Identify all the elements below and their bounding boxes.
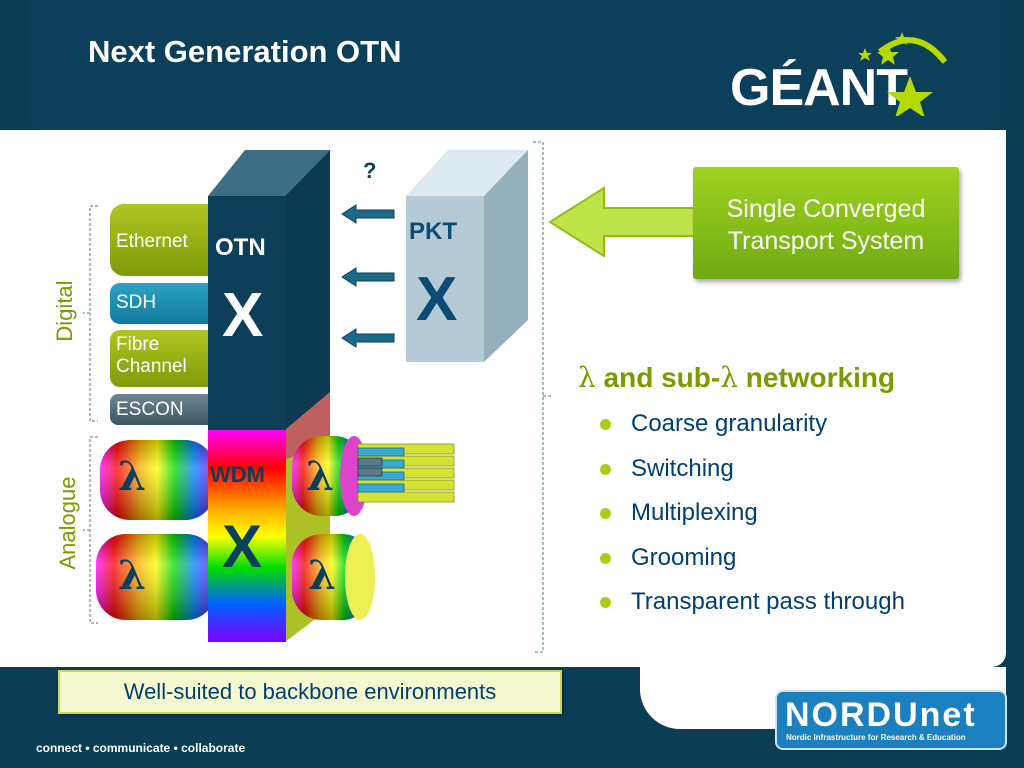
service-escon: ESCON bbox=[116, 399, 184, 420]
escon-box bbox=[110, 394, 222, 425]
question-mark: ? bbox=[363, 158, 377, 183]
networking-heading: λ and sub-λ networking bbox=[578, 361, 895, 394]
arrow-icon-1 bbox=[341, 204, 395, 224]
bullet-dot-icon bbox=[600, 597, 611, 608]
pkt-x: X bbox=[416, 265, 458, 334]
footer-tagline: connect • communicate • collaborate bbox=[36, 741, 246, 755]
digital-label: Digital bbox=[52, 280, 77, 342]
nordunet-brand: NORDUnet bbox=[785, 696, 977, 734]
list-item: Grooming bbox=[600, 538, 905, 583]
bullet-dot-icon bbox=[600, 508, 611, 519]
pkt-box-side bbox=[484, 150, 528, 362]
bottom-note: Well-suited to backbone environments bbox=[58, 670, 562, 714]
lambda-right-top: λ bbox=[306, 453, 335, 500]
fibre-bundle bbox=[357, 443, 455, 503]
heading-lambda-2: λ bbox=[720, 361, 738, 394]
lambda-left-bottom: λ bbox=[118, 552, 147, 599]
wdm-column-front bbox=[208, 430, 286, 642]
list-item: Switching bbox=[600, 449, 905, 494]
fibre-channel-box bbox=[110, 330, 222, 387]
list-item: Multiplexing bbox=[600, 493, 905, 538]
wdm-x: X bbox=[222, 513, 263, 580]
otn-column-side bbox=[285, 150, 330, 430]
arrow-icon-2 bbox=[341, 267, 395, 287]
geant-logo: GÉANT bbox=[730, 24, 960, 117]
sdh-box bbox=[110, 283, 222, 324]
ethernet-box bbox=[110, 204, 222, 276]
pkt-label: PKT bbox=[409, 218, 457, 245]
wdm-label: WDM bbox=[210, 462, 265, 487]
wdm-cylinder-right-bottom bbox=[292, 534, 375, 620]
list-item: Coarse granularity bbox=[600, 404, 905, 449]
big-arrow-icon bbox=[548, 186, 701, 258]
arrow-icon-3 bbox=[341, 328, 395, 348]
otn-x: X bbox=[222, 281, 264, 350]
star-icon bbox=[858, 32, 948, 116]
wdm-cylinder-right-top bbox=[292, 436, 368, 516]
analogue-label: Analogue bbox=[55, 476, 80, 570]
lambda-right-bottom: λ bbox=[308, 552, 337, 599]
wdm-cylinder-left-top bbox=[100, 440, 215, 520]
analogue-bracket bbox=[83, 436, 98, 624]
nordunet-logo: NORDUnet Nordic Infrastructure for Resea… bbox=[775, 690, 1007, 750]
callout-box: Single Converged Transport System bbox=[693, 167, 959, 279]
header-bar bbox=[30, 0, 1000, 130]
heading-lambda-1: λ bbox=[578, 361, 596, 394]
heading-post: networking bbox=[737, 362, 896, 393]
wdm-cylinder-left-bottom bbox=[96, 534, 216, 620]
list-item: Transparent pass through bbox=[600, 582, 905, 627]
right-bracket bbox=[533, 141, 552, 653]
nordunet-subtitle: Nordic Infrastructure for Research & Edu… bbox=[786, 733, 966, 742]
bullet-dot-icon bbox=[600, 552, 611, 564]
otn-column-front bbox=[208, 196, 286, 430]
pkt-box-top bbox=[406, 150, 528, 196]
networking-bullets: Coarse granularity Switching Multiplexin… bbox=[600, 404, 905, 627]
service-sdh: SDH bbox=[116, 292, 157, 313]
service-fibre-channel: Fibre Channel bbox=[116, 334, 187, 377]
service-ethernet: Ethernet bbox=[116, 231, 188, 252]
pkt-box-front bbox=[406, 196, 484, 362]
bullet-dot-icon bbox=[600, 419, 611, 430]
page-title: Next Generation OTN bbox=[88, 34, 402, 69]
geant-logo-text: GÉANT bbox=[730, 59, 908, 117]
otn-column-top bbox=[208, 150, 330, 196]
heading-pre: and sub- bbox=[603, 362, 721, 393]
digital-bracket bbox=[83, 205, 98, 422]
otn-label: OTN bbox=[215, 234, 266, 261]
bullet-dot-icon bbox=[600, 463, 611, 475]
lambda-left-top: λ bbox=[118, 453, 147, 500]
